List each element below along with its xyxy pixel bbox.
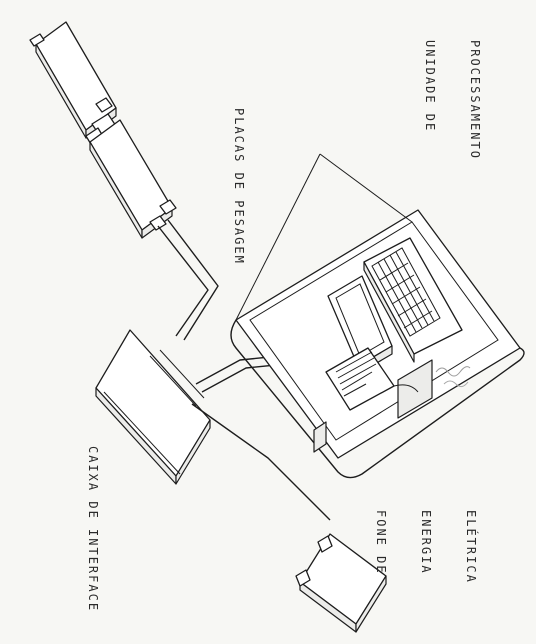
processing-unit-drawing [230,153,525,479]
label-power-supply-line1: ELÉTRICA [464,510,478,584]
label-power-supply: ELÉTRICA ENERGIA FONE DE [343,510,508,584]
label-power-supply-line2: ENERGIA [419,510,433,575]
label-weighing-plates: PLACAS DE PESAGEM [201,108,276,265]
cable-interface-to-power [191,403,331,521]
label-interface-box: CAIXA DE INTERFACE [55,446,130,612]
label-processing-unit-line1: PROCESSAMENTO [468,40,482,160]
label-processing-unit: PROCESSAMENTO UNIDADE DE [392,40,512,160]
label-power-supply-line3: FONE DE [374,510,388,575]
pencil-annotation [435,366,471,388]
label-processing-unit-line2: UNIDADE DE [423,40,437,133]
power-supply-drawing [295,533,387,633]
weighing-plates-drawing [29,21,177,239]
cable-plates-to-interface [157,219,219,341]
interface-box-drawing [95,329,211,485]
label-weighing-plates-line1: PLACAS DE PESAGEM [232,108,246,265]
label-interface-box-line1: CAIXA DE INTERFACE [86,446,100,613]
